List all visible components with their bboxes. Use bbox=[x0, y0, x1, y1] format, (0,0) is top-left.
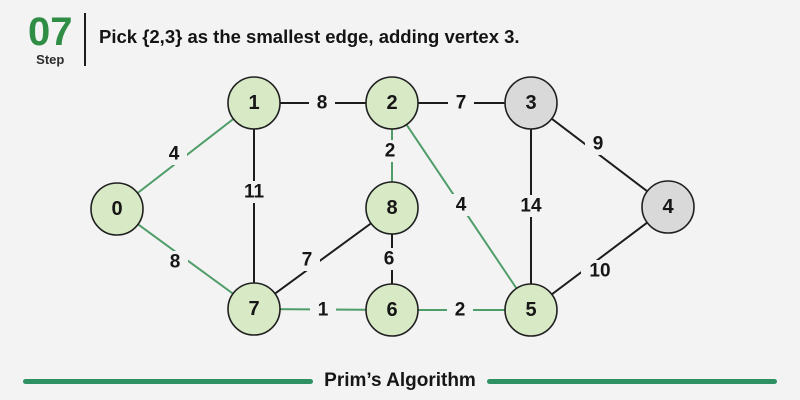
footer-rule-right bbox=[486, 378, 777, 384]
footer: Prim’s Algorithm bbox=[0, 370, 800, 392]
edge-weight-bg-0-1 bbox=[161, 143, 187, 165]
edge-weight-bg-2-5 bbox=[448, 194, 474, 216]
edge-weight-8-6: 6 bbox=[384, 249, 395, 270]
graph-node-7-in-mst bbox=[227, 282, 281, 336]
edge-weight-bg-5-4 bbox=[581, 260, 619, 282]
graph-node-label-4: 4 bbox=[662, 196, 674, 218]
edge-weight-bg-2-8 bbox=[377, 140, 403, 162]
edge-weight-bg-6-5 bbox=[447, 299, 473, 321]
edge-weight-bg-2-3 bbox=[448, 92, 474, 114]
edge-weight-bg-8-6 bbox=[376, 248, 402, 270]
edge-weight-7-8: 7 bbox=[302, 250, 313, 271]
graph-node-6-in-mst bbox=[365, 283, 419, 337]
edge-weight-3-5: 14 bbox=[520, 196, 542, 217]
step-label: Step bbox=[36, 52, 65, 67]
edge-weight-0-7: 8 bbox=[170, 252, 181, 273]
graph-node-label-1: 1 bbox=[248, 92, 259, 114]
graph-node-label-6: 6 bbox=[386, 299, 397, 321]
graph-node-label-0: 0 bbox=[111, 198, 122, 220]
graph-node-8-in-mst bbox=[365, 181, 419, 235]
edge-weight-bg-7-6 bbox=[310, 299, 336, 321]
edge-weight-bg-1-2 bbox=[309, 92, 335, 114]
edge-weight-1-7: 11 bbox=[244, 182, 265, 203]
edge-weight-2-3: 7 bbox=[456, 93, 467, 114]
graph-node-label-5: 5 bbox=[525, 299, 536, 321]
step-description: Pick {2,3} as the smallest edge, adding … bbox=[99, 26, 520, 47]
edge-weight-bg-3-4 bbox=[585, 133, 611, 155]
edge-weight-bg-0-7 bbox=[162, 251, 188, 273]
graph-node-label-2: 2 bbox=[386, 92, 397, 114]
step-block: 07 Step bbox=[28, 10, 73, 67]
edge-5-4 bbox=[530, 206, 669, 311]
edge-weight-6-5: 2 bbox=[455, 300, 466, 321]
step-number: 07 bbox=[28, 10, 73, 54]
footer-title: Prim’s Algorithm bbox=[324, 370, 476, 391]
graph-node-0-in-mst bbox=[90, 182, 144, 236]
edge-weight-bg-7-8 bbox=[294, 249, 320, 271]
edge-weight-0-1: 4 bbox=[169, 144, 180, 165]
graph-node-label-7: 7 bbox=[248, 298, 259, 320]
edge-weight-2-5: 4 bbox=[456, 195, 467, 216]
edge-7-8 bbox=[253, 207, 393, 310]
header-divider bbox=[83, 13, 86, 66]
graph-node-label-3: 3 bbox=[525, 92, 536, 114]
step-header: 07 Step Pick {2,3} as the smallest edge,… bbox=[28, 10, 520, 67]
graph-node-4 bbox=[641, 180, 695, 234]
graph-node-label-8: 8 bbox=[386, 197, 397, 219]
edge-weight-5-4: 10 bbox=[589, 261, 610, 282]
graph-node-3 bbox=[504, 76, 558, 130]
footer-rule-left bbox=[23, 378, 314, 384]
graph-node-1-in-mst bbox=[227, 76, 281, 130]
edge-weight-7-6: 1 bbox=[318, 300, 329, 321]
graph-node-5-in-mst bbox=[504, 283, 558, 337]
edge-weight-bg-3-5 bbox=[512, 195, 550, 217]
graph-node-2-in-mst bbox=[365, 76, 419, 130]
edge-weight-3-4: 9 bbox=[593, 134, 604, 155]
edge-weight-1-2: 8 bbox=[317, 93, 328, 114]
edge-weight-bg-1-7 bbox=[235, 181, 273, 203]
edge-weight-2-8: 2 bbox=[385, 141, 396, 162]
